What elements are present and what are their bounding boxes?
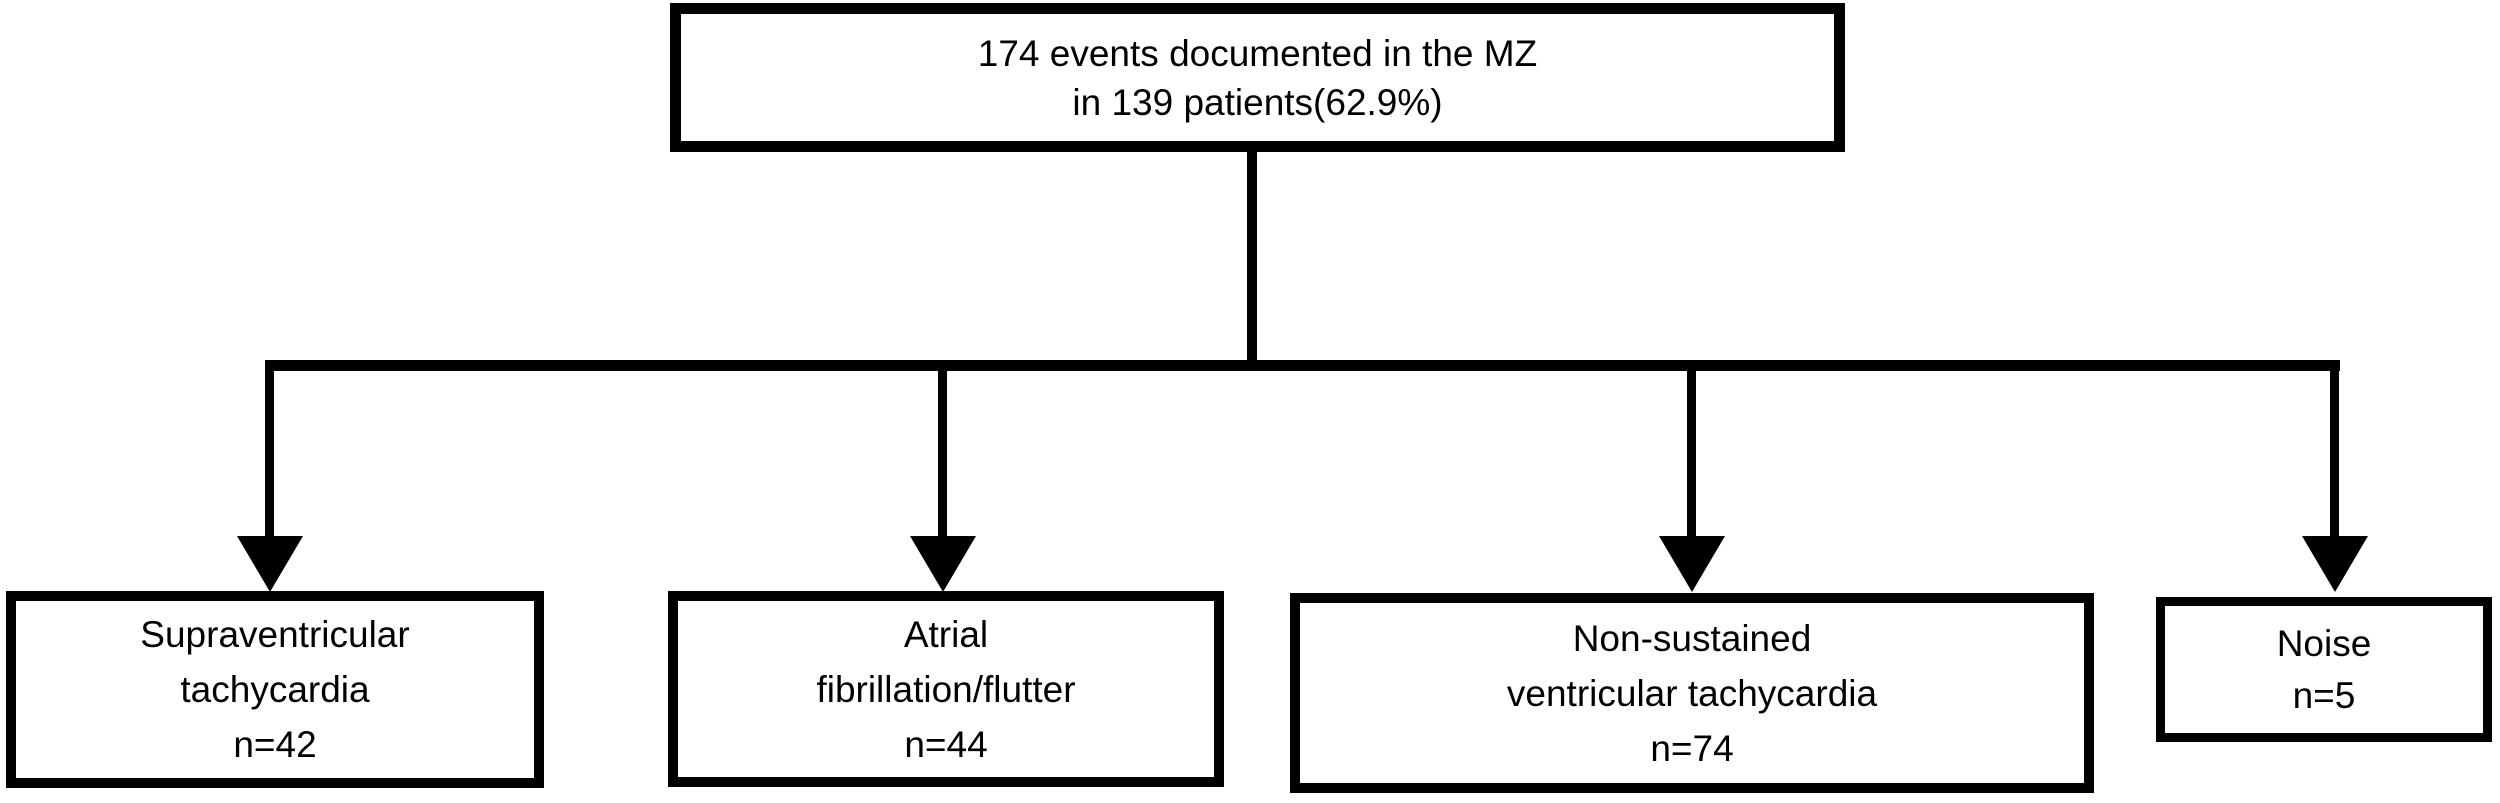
node-label-line1: Non-sustained <box>1572 617 1812 659</box>
root-label-line1: 174 events documented in the MZ <box>977 32 1538 74</box>
connector-stem <box>1247 152 1257 362</box>
node-atrial-fibrillation-flutter: Atrial fibrillation/flutter n=44 <box>668 591 1224 787</box>
node-label-line1: Atrial <box>903 613 989 655</box>
node-root-events: 174 events documented in the MZ in 139 p… <box>670 3 1845 152</box>
node-label-line2: tachycardia <box>180 669 370 710</box>
node-label-line1: Supraventricular <box>140 614 410 655</box>
arrow-head-down-icon <box>910 536 976 592</box>
arrow-shaft-3 <box>1687 360 1696 540</box>
connector-branch-line <box>265 360 2340 371</box>
node-supraventricular-tachycardia: Supraventricular tachycardia n=42 <box>6 591 544 788</box>
node-label-line2: ventricular tachycardia <box>1506 672 1878 714</box>
arrow-head-down-icon <box>2302 536 2368 592</box>
arrow-head-down-icon <box>1659 536 1725 592</box>
node-count: n=5 <box>2292 674 2356 716</box>
arrow-shaft-1 <box>265 360 274 540</box>
arrow-shaft-4 <box>2330 360 2339 540</box>
node-noise: Noise n=5 <box>2156 597 2492 742</box>
node-label-line2: fibrillation/flutter <box>816 668 1076 710</box>
arrow-head-down-icon <box>237 536 303 592</box>
node-nonsustained-ventricular-tachycardia: Non-sustained ventricular tachycardia n=… <box>1290 593 2094 793</box>
node-count: n=74 <box>1650 727 1734 769</box>
root-label-line2: in 139 patients(62.9%) <box>1072 81 1443 123</box>
node-count: n=44 <box>904 723 988 765</box>
node-label-line1: Noise <box>2276 622 2372 664</box>
node-count: n=42 <box>233 724 317 765</box>
arrow-shaft-2 <box>938 360 947 540</box>
